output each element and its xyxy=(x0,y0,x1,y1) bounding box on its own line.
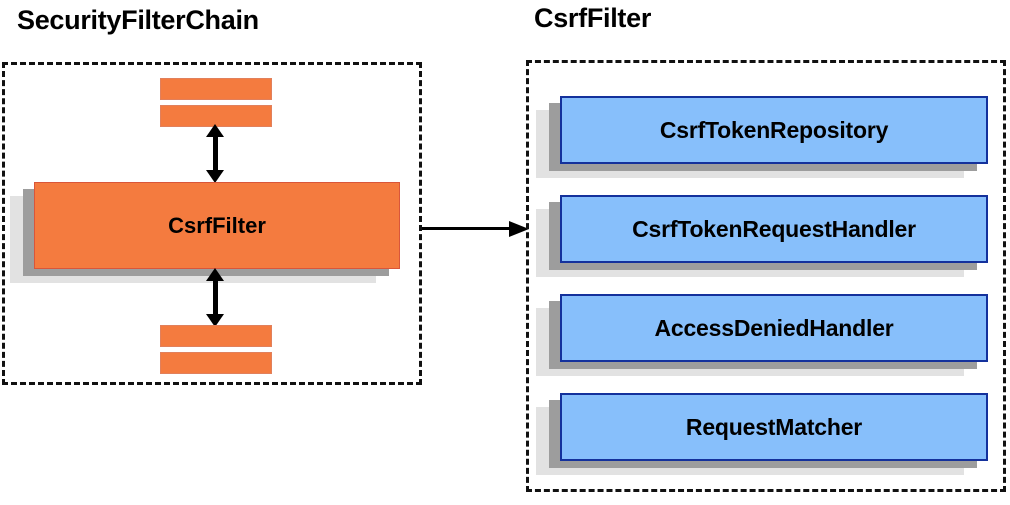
group-panel-security-filter-chain xyxy=(2,62,422,385)
node-csrftokenrepository: CsrfTokenRepository xyxy=(536,96,988,178)
node-csrffilter: CsrfFilter xyxy=(10,182,400,283)
node-csrftokenrequesthandler: CsrfTokenRequestHandler xyxy=(536,195,988,277)
panel-title-csrffilter: CsrfFilter xyxy=(534,3,652,33)
node-csrftokenrepository-label: CsrfTokenRepository xyxy=(560,96,988,164)
node-csrffilter-label: CsrfFilter xyxy=(34,182,400,269)
node-accessdeniedhandler: AccessDeniedHandler xyxy=(536,294,988,376)
filter-bar-below-2 xyxy=(160,352,272,374)
double-headed-arrow-lower xyxy=(206,268,225,327)
filter-bar-below-1 xyxy=(160,325,272,347)
connector-arrow-csrffilter-detail xyxy=(422,221,529,237)
arrow-shaft xyxy=(213,279,218,316)
group-panel-csrffilter xyxy=(526,60,1006,492)
connector-shaft xyxy=(422,227,510,230)
arrow-head-right-icon xyxy=(509,221,529,237)
arrow-head-down-icon xyxy=(206,314,224,327)
arrow-head-down-icon xyxy=(206,170,224,183)
arrow-shaft xyxy=(213,135,218,172)
arrow-head-up-icon xyxy=(206,268,224,281)
node-requestmatcher-label: RequestMatcher xyxy=(560,393,988,461)
double-headed-arrow-upper xyxy=(206,124,225,183)
node-requestmatcher: RequestMatcher xyxy=(536,393,988,475)
node-csrftokenrequesthandler-label: CsrfTokenRequestHandler xyxy=(560,195,988,263)
node-accessdeniedhandler-label: AccessDeniedHandler xyxy=(560,294,988,362)
panel-title-security-filter-chain: SecurityFilterChain xyxy=(17,5,259,35)
arrow-head-up-icon xyxy=(206,124,224,137)
filter-bar-above-1 xyxy=(160,78,272,100)
